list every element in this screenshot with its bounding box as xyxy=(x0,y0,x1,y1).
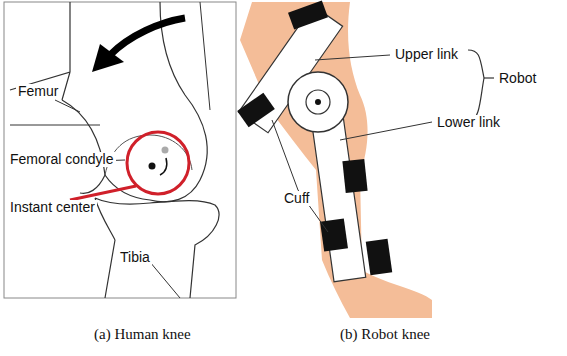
leader-line xyxy=(272,120,298,190)
part-label: Instant center xyxy=(8,200,97,215)
small-arrow xyxy=(160,158,167,175)
leader-line xyxy=(70,186,136,200)
femur-line xyxy=(10,125,100,126)
knee-axis xyxy=(315,99,321,105)
knee-joint xyxy=(288,72,348,132)
caption: (a) Human knee xyxy=(92,326,193,343)
cuff xyxy=(237,0,392,275)
center-dot xyxy=(162,147,169,154)
leader-line xyxy=(340,122,432,140)
part-label: Lower link xyxy=(435,115,502,130)
femur-outline xyxy=(10,2,207,202)
tibia-leader xyxy=(150,262,180,298)
leader-line xyxy=(315,55,390,60)
part-label: Upper link xyxy=(393,47,460,62)
instant-center-circle xyxy=(127,132,189,194)
leader-line xyxy=(55,100,80,112)
center-dot xyxy=(149,163,156,170)
arrow-head xyxy=(92,44,124,72)
part-label: Femur xyxy=(16,84,60,99)
tibia-outline xyxy=(95,198,219,298)
bracket xyxy=(468,50,484,122)
rotation-arrow xyxy=(110,18,185,55)
lower-link xyxy=(310,107,366,282)
part-label: Robot xyxy=(497,71,538,86)
knee-joint xyxy=(306,90,330,114)
part-label: Tibia xyxy=(118,250,152,265)
bracket xyxy=(484,77,494,78)
caption: (b) Robot knee xyxy=(338,326,432,343)
part-label: Femoral condyle xyxy=(8,152,116,167)
patella-line xyxy=(200,2,210,110)
part-label: Cuff xyxy=(282,191,311,206)
panel-frame xyxy=(4,2,236,298)
